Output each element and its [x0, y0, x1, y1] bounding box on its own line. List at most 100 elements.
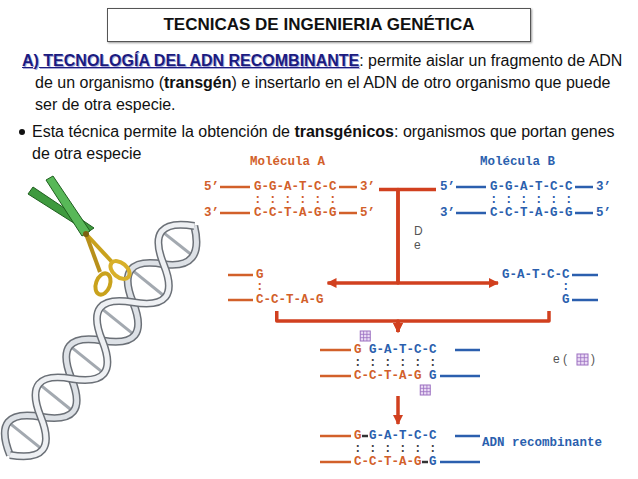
base-pair: : — [562, 280, 570, 294]
strand-end: 5’ — [360, 206, 375, 220]
molecule-label: Molécula B — [480, 155, 555, 169]
strand-end: 3’ — [360, 180, 375, 194]
process-arrow — [277, 311, 398, 332]
base: G — [354, 343, 362, 357]
dna-strand — [455, 435, 480, 438]
process-arrow — [398, 190, 498, 284]
ligase-grid — [577, 357, 588, 358]
dna-strand — [572, 299, 598, 302]
helix-rung — [131, 269, 165, 297]
dna-strand — [456, 212, 486, 215]
dna-strand — [455, 349, 480, 352]
molecule-label: Molécula A — [250, 155, 325, 169]
ligase-grid — [366, 331, 367, 341]
ligase-symbol — [360, 331, 370, 341]
base-pair: : — [256, 280, 264, 294]
section-heading: A) TECNOLOGÍA DEL ADN RECOMBINANTE — [22, 52, 359, 69]
strand-end: 5’ — [440, 180, 455, 194]
partial-label: e ( — [553, 352, 567, 366]
dna-strand — [220, 186, 250, 189]
ligase-symbol — [577, 354, 588, 365]
base-sequence: C-C-T-A-G-G — [490, 206, 573, 220]
dna-strand — [320, 349, 351, 352]
base: G — [429, 455, 437, 469]
ligase-symbol — [577, 354, 588, 365]
ligase-symbol — [420, 385, 430, 395]
scissor-loop — [93, 271, 114, 296]
scissor-blade — [46, 176, 90, 236]
base-pairs: : : : : : : — [254, 193, 337, 207]
title: TECNICAS DE INGENIERIA GENÉTICA — [163, 15, 474, 35]
molecule-label: ADN recombinante — [482, 436, 602, 450]
helix-strand — [10, 225, 194, 457]
base-sequence: C-C-T-A-G — [354, 455, 422, 469]
scissors — [28, 176, 133, 297]
partial-label: e — [414, 238, 421, 252]
strand-end: 3’ — [204, 206, 219, 220]
dna-strand — [456, 186, 486, 189]
ligase-symbol — [420, 385, 430, 395]
dna-strand — [362, 435, 368, 438]
process-arrow — [328, 190, 398, 284]
dna-molecule: Molécula A5’G-G-A-T-C-C3’: : : : : :3’C-… — [200, 155, 379, 224]
partial-label: D — [414, 224, 423, 238]
ligase-grid — [360, 334, 370, 335]
dna-molecule: G:C-C-T-A-G — [226, 266, 328, 311]
bullet — [19, 129, 25, 135]
dna-strand — [440, 375, 480, 378]
ligase-grid — [584, 354, 585, 365]
base-sequence: G-A-T-C-C — [369, 343, 437, 357]
ligase-grid — [360, 337, 370, 338]
base-pairs: : : : : : : — [354, 356, 437, 370]
strand-end: 3’ — [440, 206, 455, 220]
base: G — [256, 268, 264, 282]
base-pairs: : : : : : : — [490, 193, 573, 207]
ligase-grid — [426, 385, 427, 395]
base: G — [354, 429, 362, 443]
dna-strand — [220, 212, 250, 215]
helix-rung — [39, 384, 73, 412]
dna-strand — [339, 186, 357, 189]
ligase-grid — [423, 385, 424, 395]
title-box: TECNICAS DE INGENIERIA GENÉTICA — [107, 8, 531, 42]
dna-strand — [228, 274, 253, 277]
dna-strand — [228, 299, 253, 302]
ligase-symbol — [360, 331, 370, 341]
helix-rung — [100, 308, 134, 336]
helix-strand — [10, 225, 194, 457]
dna-strand — [422, 461, 428, 464]
base-pairs: : : : : : : — [354, 442, 437, 456]
dna-strand — [575, 186, 593, 189]
ligase-grid — [420, 388, 430, 389]
dna-strand — [320, 435, 351, 438]
base-sequence: G-G-A-T-C-C — [490, 180, 573, 194]
base-sequence: G-G-A-T-C-C — [254, 180, 337, 194]
dna-strand — [320, 461, 351, 464]
ligase-grid — [363, 331, 364, 341]
dna-strand — [339, 212, 357, 215]
base-sequence: C-C-T-A-G — [354, 369, 422, 383]
dna-molecule: Molécula B 5’ G-G-A-T-C-C 3’ : : : : : : 3’ C-… — [436, 155, 615, 224]
dna-strand — [320, 375, 351, 378]
paragraph: A) TECNOLOGÍA DEL ADN RECOMBINANTE: perm… — [35, 50, 625, 116]
ligase-grid — [580, 354, 581, 365]
dna-helix — [5, 225, 197, 457]
base-sequence: G-A-T-C-C — [369, 429, 437, 443]
base-sequence: C-C-T-A-G — [256, 293, 324, 307]
dna-molecule: G-A-T-C-C:G — [498, 266, 600, 311]
process-arrow — [398, 311, 549, 332]
dna-strand — [572, 274, 598, 277]
helix-rung — [162, 231, 193, 256]
ligase-grid — [420, 391, 430, 392]
strand-end: 5’ — [596, 206, 611, 220]
base: G — [429, 369, 437, 383]
scissor-handle — [86, 234, 100, 272]
key-term: transgén — [164, 74, 232, 91]
strand-end: 3’ — [596, 180, 611, 194]
process-arrow — [396, 396, 400, 424]
scissor-pivot — [83, 231, 89, 237]
key-term: transgénicos — [294, 123, 394, 140]
